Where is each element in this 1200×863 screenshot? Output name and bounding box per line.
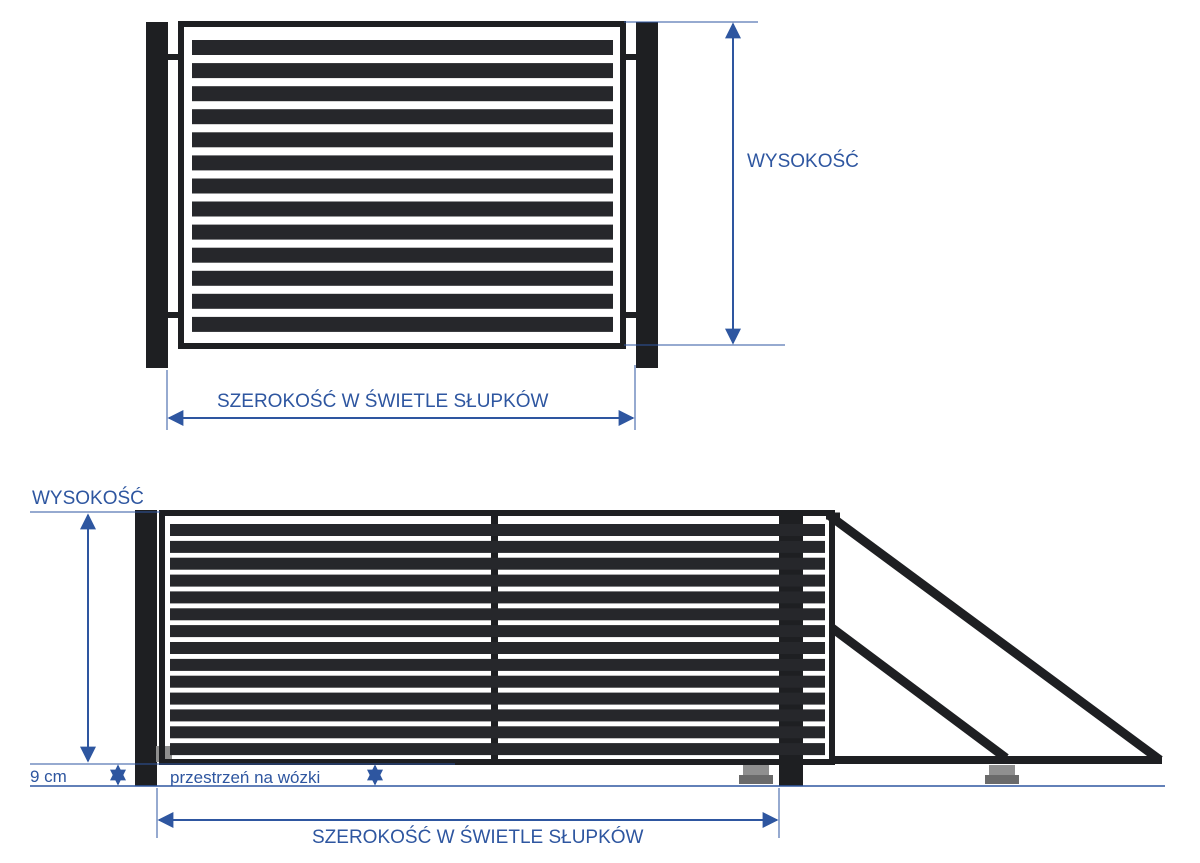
slat	[170, 540, 825, 553]
slat	[170, 743, 825, 756]
slat	[170, 524, 825, 536]
latch-top-right	[624, 54, 638, 60]
swing-height-label: WYSOKOŚĆ	[747, 150, 859, 172]
right-post	[636, 22, 658, 368]
hinge-bottom-left	[166, 312, 180, 318]
sliding-gate	[135, 510, 1163, 786]
latch-bottom-right	[624, 312, 638, 318]
slat	[170, 557, 825, 570]
slat	[192, 224, 613, 240]
swing-gate-dimensions: WYSOKOŚĆ SZEROKOŚĆ W ŚWIETLE SŁUPKÓW	[166, 21, 859, 430]
roller-carriage-left	[739, 765, 773, 784]
slat	[170, 726, 825, 739]
slat	[170, 692, 825, 705]
slat	[170, 642, 825, 654]
slat	[192, 109, 613, 125]
swing-gate	[146, 21, 658, 368]
sliding-width-label: SZEROKOŚĆ W ŚWIETLE SŁUPKÓW	[312, 826, 644, 848]
tail-inner-diagonal	[829, 624, 1009, 762]
swing-width-label: SZEROKOŚĆ W ŚWIETLE SŁUPKÓW	[217, 390, 549, 412]
slat	[170, 574, 825, 587]
middle-divider	[491, 513, 498, 762]
tail-main-diagonal	[827, 512, 1163, 764]
slat	[192, 201, 613, 217]
slat	[170, 675, 825, 688]
slat	[170, 709, 825, 722]
roller-carriage-right	[985, 765, 1019, 784]
swing-gate-slats	[192, 40, 613, 332]
gate-leaf-frame	[178, 21, 626, 349]
slat	[192, 270, 613, 286]
clearance-description-label: przestrzeń na wózki	[170, 768, 320, 787]
slat	[192, 86, 613, 102]
slat	[192, 178, 613, 194]
slat	[192, 247, 613, 263]
slat	[170, 625, 825, 638]
slat	[192, 293, 613, 309]
slat	[170, 608, 825, 621]
slat	[170, 591, 825, 604]
slat	[192, 132, 613, 148]
sliding-gate-slats	[170, 524, 825, 756]
hinge-top-left	[166, 54, 180, 60]
sliding-gate-dimensions: WYSOKOŚĆ 9 cm przestrzeń na wózki SZEROK…	[30, 487, 1165, 848]
slat	[170, 658, 825, 671]
left-post	[146, 22, 168, 368]
slat	[192, 63, 613, 79]
slat	[192, 40, 613, 55]
clearance-value-label: 9 cm	[30, 767, 67, 786]
sliding-height-label: WYSOKOŚĆ	[32, 487, 144, 509]
sliding-left-post	[135, 510, 157, 786]
slat	[192, 155, 613, 171]
slat	[192, 316, 613, 332]
